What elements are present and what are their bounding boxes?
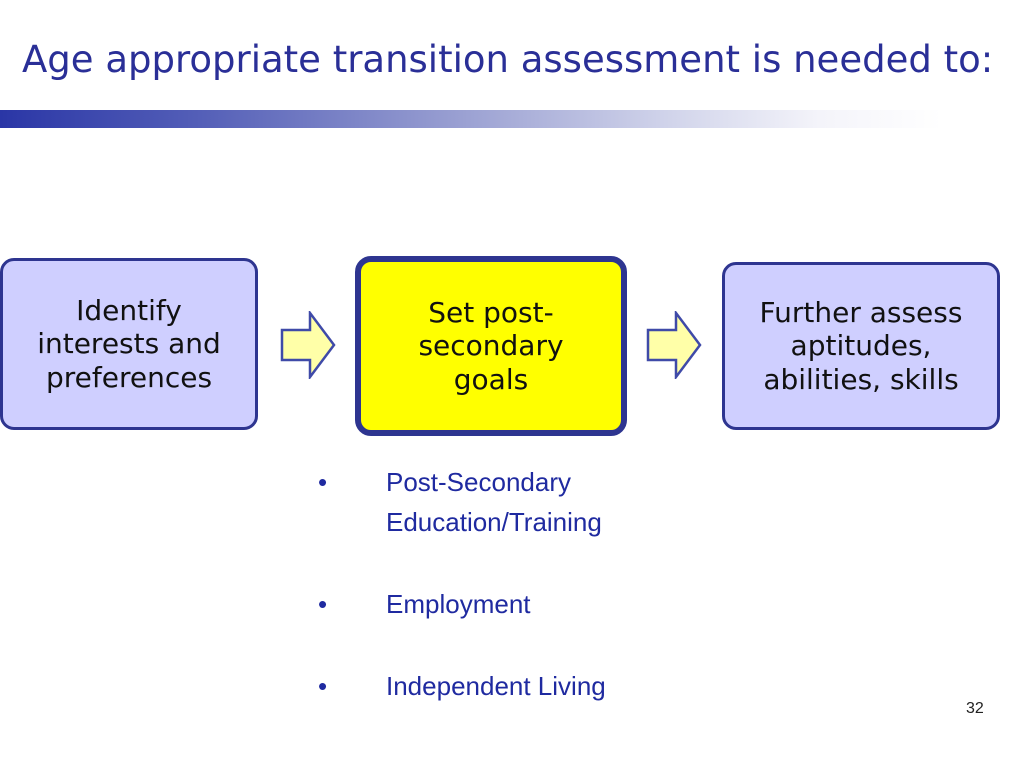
list-item: • Independent Living (318, 666, 606, 706)
step-box-line: preferences (45, 360, 213, 394)
right-arrow-icon (646, 311, 702, 379)
step-box-line: Further assess (759, 295, 963, 329)
step-box-line: abilities, skills (763, 362, 959, 396)
bullet-marker: • (318, 589, 328, 619)
step-box-line: goals (453, 362, 529, 396)
bullet-marker: • (318, 467, 328, 497)
step-box-line: interests and (37, 327, 221, 361)
step-box-set-goals: Set post- secondary goals (355, 256, 627, 436)
step-box-text: Identify interests and preferences (37, 294, 221, 395)
right-arrow-icon (280, 311, 336, 379)
list-item-line: Employment (386, 589, 531, 619)
step-box-line: aptitudes, (790, 329, 932, 363)
step-box-line: Set post- (428, 295, 554, 329)
step-box-text: Set post- secondary goals (418, 296, 563, 397)
list-item: • Post-Secondary Education/Training (318, 462, 606, 542)
goal-areas-list: • Post-Secondary Education/Training • Em… (318, 462, 606, 706)
list-item-line: Independent Living (386, 671, 606, 701)
page-number: 32 (966, 700, 984, 717)
step-box-further-assess: Further assess aptitudes, abilities, ski… (722, 262, 1000, 430)
step-box-text: Further assess aptitudes, abilities, ski… (760, 296, 963, 397)
list-item-line: Education/Training (386, 507, 602, 537)
title-gradient-bar (0, 110, 1024, 128)
bullet-marker: • (318, 671, 328, 701)
step-box-line: Identify (76, 293, 182, 327)
step-box-identify-interests: Identify interests and preferences (0, 258, 258, 430)
slide-title: Age appropriate transition assessment is… (22, 38, 994, 81)
step-box-line: secondary (418, 329, 564, 363)
list-item-line: Post-Secondary (386, 467, 571, 497)
list-item: • Employment (318, 584, 606, 624)
